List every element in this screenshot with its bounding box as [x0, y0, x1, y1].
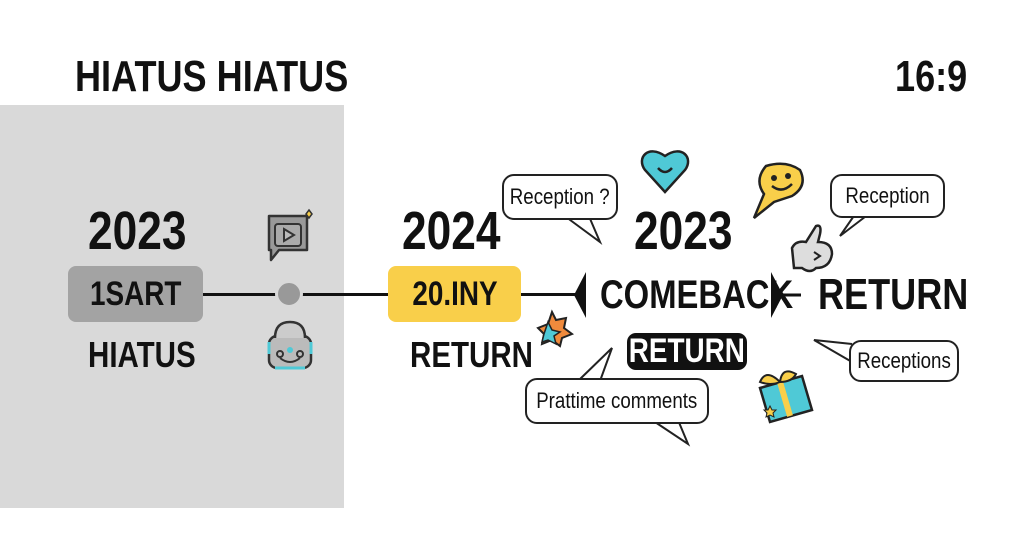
arrow-left-icon	[574, 272, 586, 318]
speech-bubble-2-text: Reception	[845, 183, 930, 208]
heart-icon	[640, 150, 690, 194]
speech-bubble-3: Receptions	[849, 340, 959, 382]
arrow-right-icon	[771, 272, 801, 318]
speech-bubble-1: Reception ?	[502, 174, 618, 220]
bubble-tail	[813, 339, 853, 363]
stars-icon	[536, 309, 575, 348]
bubble-tail	[561, 213, 603, 245]
stage1-label: HIATUS	[88, 334, 196, 375]
bubble-tail	[577, 347, 613, 382]
speech-bubble-3-text: Receptions	[857, 348, 951, 373]
video-chat-icon	[267, 208, 313, 262]
smiley-bubble-icon	[752, 162, 804, 219]
timeline-node	[275, 280, 303, 308]
stage2-box: 20.INY	[388, 266, 521, 322]
aspect-ratio-label: 16:9	[895, 52, 968, 101]
stage3-year: 2023	[634, 201, 733, 261]
stage1-box-label: 1SART	[89, 274, 182, 313]
stage2-label: RETURN	[410, 334, 533, 375]
return-pill: RETURN	[627, 332, 747, 370]
stage3-right-label: RETURN	[818, 270, 969, 319]
stage2-box-label: 20.INY	[411, 274, 498, 313]
speech-bubble-1-text: Reception ?	[510, 184, 610, 209]
stage1-year: 2023	[88, 201, 187, 261]
return-pill-label: RETURN	[628, 332, 746, 370]
speech-bubble-4: Prattime comments	[525, 378, 709, 424]
gift-icon	[758, 370, 814, 424]
comeback-label: COMEBACK	[600, 273, 794, 317]
robot-icon	[267, 320, 313, 370]
stage1-box: 1SART	[68, 266, 203, 322]
bubble-tail	[651, 419, 691, 447]
timeline-line-2	[521, 293, 581, 296]
page-title: HIATUS HIATUS	[75, 52, 349, 101]
speech-bubble-2: Reception	[830, 174, 945, 218]
thumbs-up-icon	[790, 224, 834, 273]
speech-bubble-4-text: Prattime comments	[536, 388, 698, 413]
stage2-year: 2024	[402, 201, 501, 261]
